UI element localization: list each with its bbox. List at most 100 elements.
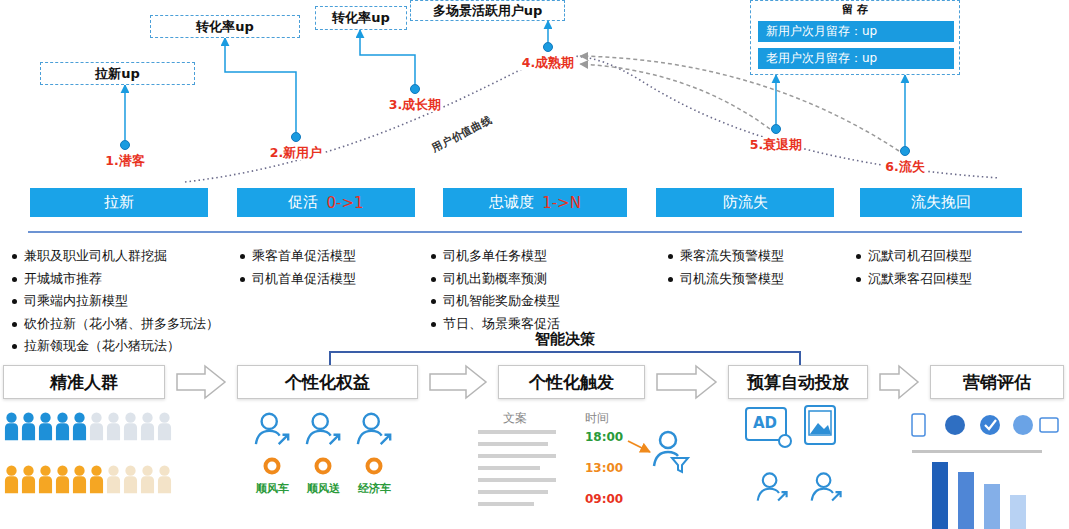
list-item: 乘客首单促活模型	[252, 248, 356, 264]
node-text: 预算自动投放	[747, 371, 849, 394]
time-label: 09:00	[585, 492, 623, 506]
divider-line	[28, 231, 1022, 233]
node-text: 留 存	[751, 3, 959, 17]
list-item: 乘客流失预警模型	[680, 248, 784, 264]
block-arrow	[430, 366, 486, 398]
node-text: 拉新	[104, 193, 134, 212]
curve-label: 用户价值曲线	[429, 112, 496, 155]
dashed-goal-box: 转化率up	[150, 15, 300, 38]
node-text: 4.成熟期	[520, 55, 576, 70]
node-text: 忠诚度	[489, 193, 534, 212]
list-item: 司乘端内拉新模型	[24, 293, 128, 309]
block-arrow	[880, 366, 918, 398]
list-item: 司机首单促活模型	[252, 271, 356, 287]
icon-text: AD	[753, 414, 777, 432]
list-item: 司机智能奖励金模型	[443, 293, 560, 309]
stage-marker: 2.新用户	[268, 132, 324, 160]
bullet-dot	[431, 299, 436, 304]
node-text: 精准人群	[50, 371, 118, 394]
bullet-dot	[12, 277, 17, 282]
list-item: 沉默乘客召回模型	[868, 271, 972, 287]
bullet-dot	[668, 254, 673, 259]
product-label: 经济车	[358, 481, 391, 496]
node-text: 新用户次月留存：up	[766, 23, 877, 40]
stage-range: 1->N	[542, 194, 581, 212]
trigger-icons	[478, 430, 688, 506]
column-label: 时间	[585, 410, 609, 427]
node-text: 营销评估	[963, 371, 1031, 394]
bracket	[330, 352, 800, 366]
benefit-icons	[256, 414, 390, 473]
product-label: 顺风送	[307, 481, 340, 496]
connector-arrow	[547, 21, 549, 42]
bullet-dot	[431, 277, 436, 282]
connector-arrow	[124, 85, 126, 140]
stage-marker: 1.潜客	[103, 140, 146, 168]
product-label: 顺风车	[256, 481, 289, 496]
strategy-band: 防流失	[656, 188, 834, 217]
connector-arrow	[225, 38, 296, 132]
strategy-band: 流失挽回	[860, 188, 1022, 217]
retention-metric-bar: 新用户次月留存：up	[758, 21, 954, 42]
list-item: 司机多单任务模型	[443, 248, 547, 264]
node-text: 个性化触发	[529, 371, 614, 394]
retention-metric-bar: 老用户次月留存：up	[758, 48, 954, 69]
node-text: 转化率up	[196, 18, 254, 36]
time-label: 13:00	[585, 461, 623, 475]
stage-dot	[771, 124, 781, 134]
node-text: 2.新用户	[268, 145, 324, 160]
column-label: 文案	[503, 410, 527, 427]
return-arrow	[580, 64, 770, 129]
node-text: 转化率up	[332, 9, 390, 27]
node-text: 个性化权益	[285, 371, 370, 394]
bullet-dot	[12, 344, 17, 349]
list-item: 开城城市推荐	[24, 271, 102, 287]
section-label: 智能决策	[531, 330, 599, 348]
bullet-dot	[431, 322, 436, 327]
node-text: 5.衰退期	[748, 137, 804, 152]
block-arrow	[177, 366, 225, 398]
connector-arrow	[775, 75, 777, 124]
connector-arrow	[904, 75, 906, 146]
list-item: 兼职及职业司机人群挖掘	[24, 248, 167, 264]
node-text: 1.潜客	[103, 153, 146, 168]
list-item: 砍价拉新（花小猪、拼多多玩法）	[24, 316, 219, 332]
node-text: 拉新up	[95, 65, 140, 83]
retention-box: 留 存新用户次月留存：up 老用户次月留存：up	[750, 0, 960, 75]
bullet-dot	[856, 254, 861, 259]
bullet-dot	[668, 277, 673, 282]
dashed-goal-box: 转化率up	[315, 6, 407, 30]
bullet-dot	[240, 254, 245, 259]
bullet-dot	[12, 299, 17, 304]
people-icons	[5, 412, 171, 493]
list-item: 司机流失预警模型	[680, 271, 784, 287]
time-label: 18:00	[585, 430, 623, 444]
bullet-dot	[12, 254, 17, 259]
process-box: 预算自动投放	[728, 365, 868, 399]
stage-marker: 3.成长期	[387, 84, 443, 112]
process-box: 个性化触发	[498, 365, 645, 399]
process-box: 个性化权益	[237, 365, 418, 399]
node-text: 6.流失	[883, 159, 926, 174]
budget-icons	[746, 406, 841, 501]
stage-range: 0->1	[326, 194, 363, 212]
node-text: 多场景活跃用户up	[433, 2, 543, 20]
stage-dot	[410, 84, 420, 94]
process-box: 营销评估	[930, 365, 1064, 399]
bullet-dot	[431, 254, 436, 259]
strategy-band: 拉新	[30, 188, 208, 217]
strategy-band: 忠诚度 1->N	[443, 188, 627, 217]
stage-marker: 6.流失	[883, 146, 926, 174]
stage-dot	[120, 140, 130, 150]
block-arrow	[657, 366, 716, 398]
stage-marker: 5.衰退期	[748, 124, 804, 152]
list-item: 沉默司机召回模型	[868, 248, 972, 264]
dashed-goal-box: 多场景活跃用户up	[410, 0, 565, 21]
node-text: 流失挽回	[911, 193, 971, 212]
stage-dot	[900, 146, 910, 156]
bullet-dot	[240, 277, 245, 282]
stage-marker: 4.成熟期	[520, 42, 576, 70]
node-text: 老用户次月留存：up	[766, 50, 877, 67]
stage-dot	[291, 132, 301, 142]
list-item: 司机出勤概率预测	[443, 271, 547, 287]
